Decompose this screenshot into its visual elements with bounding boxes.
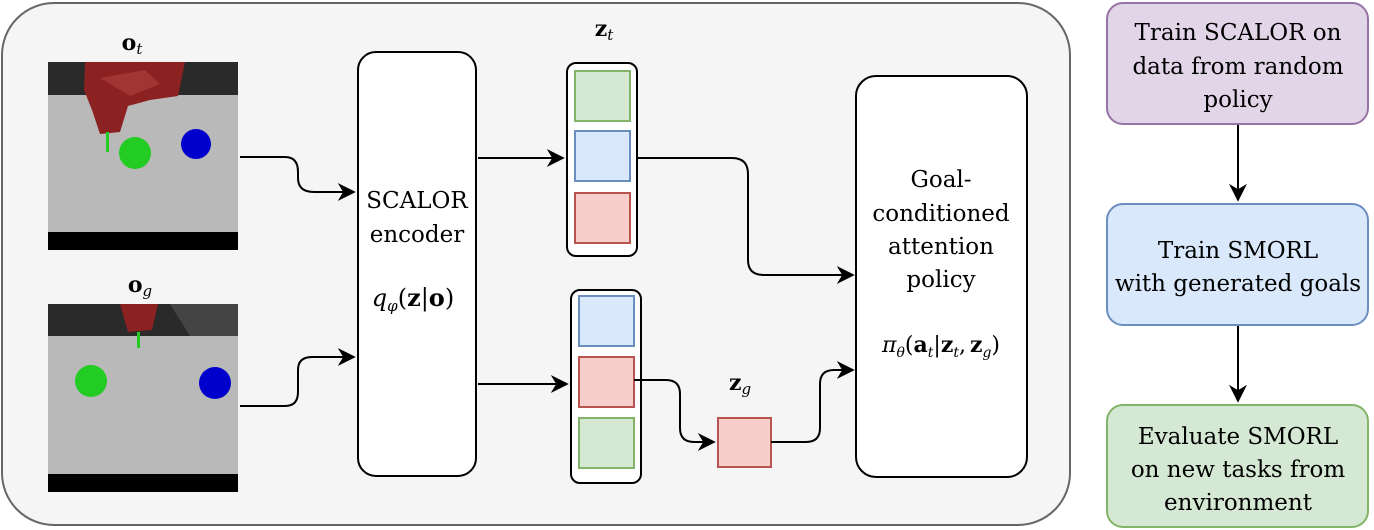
zt-slot-blue	[574, 130, 631, 182]
step-3-line1: Evaluate SMORL	[1138, 424, 1338, 450]
zt-slot-green	[574, 70, 631, 122]
policy-label-line4: policy	[906, 267, 975, 293]
edge-zt-to-policy	[637, 157, 855, 284]
zt-label: zt	[595, 16, 615, 44]
step-3-box	[1106, 404, 1369, 528]
zg-label: zg	[729, 370, 751, 398]
zt-slot-red	[574, 192, 631, 244]
step-1-line2: data from random	[1132, 54, 1343, 80]
zg-selected-slot	[717, 417, 772, 468]
encoder-formula: qφ(z|o)	[372, 283, 454, 315]
step-1-box	[1106, 2, 1369, 125]
main-panel	[1, 2, 1071, 526]
step-2-line1: Train SMORL	[1158, 238, 1318, 264]
step-1-line1: Train SCALOR on	[1135, 20, 1342, 46]
policy-label-line3: attention	[888, 234, 994, 260]
step-2-box	[1106, 203, 1369, 326]
step-3-line3: environment	[1164, 490, 1313, 516]
zg-slot-red	[578, 356, 635, 408]
zg-slot-green	[578, 417, 635, 469]
step-2-line2: with generated goals	[1115, 271, 1361, 297]
encoder-label-line1: SCALOR	[366, 188, 468, 214]
encoder-label-line2: encoder	[370, 222, 464, 248]
step-1-line3: policy	[1203, 87, 1272, 113]
edge-goal-slot-to-zg	[634, 379, 716, 451]
edge-obs-goal-to-encoder	[240, 348, 356, 407]
step-3-line2: on new tasks from	[1131, 457, 1346, 483]
obs-goal-image	[48, 304, 238, 492]
policy-formula: πθ(at|zt,zg)	[881, 332, 1000, 361]
edge-zg-to-policy	[771, 361, 855, 443]
policy-label-line2: conditioned	[872, 201, 1009, 227]
encoder-box	[357, 51, 477, 477]
zg-slot-blue	[578, 295, 635, 347]
obs-current-label: ot	[122, 30, 144, 58]
obs-current-image	[48, 62, 238, 250]
policy-label-line1: Goal-	[910, 167, 971, 193]
obs-goal-label: og	[128, 272, 152, 300]
edge-obs-current-to-encoder	[240, 156, 356, 201]
policy-box	[855, 75, 1028, 478]
